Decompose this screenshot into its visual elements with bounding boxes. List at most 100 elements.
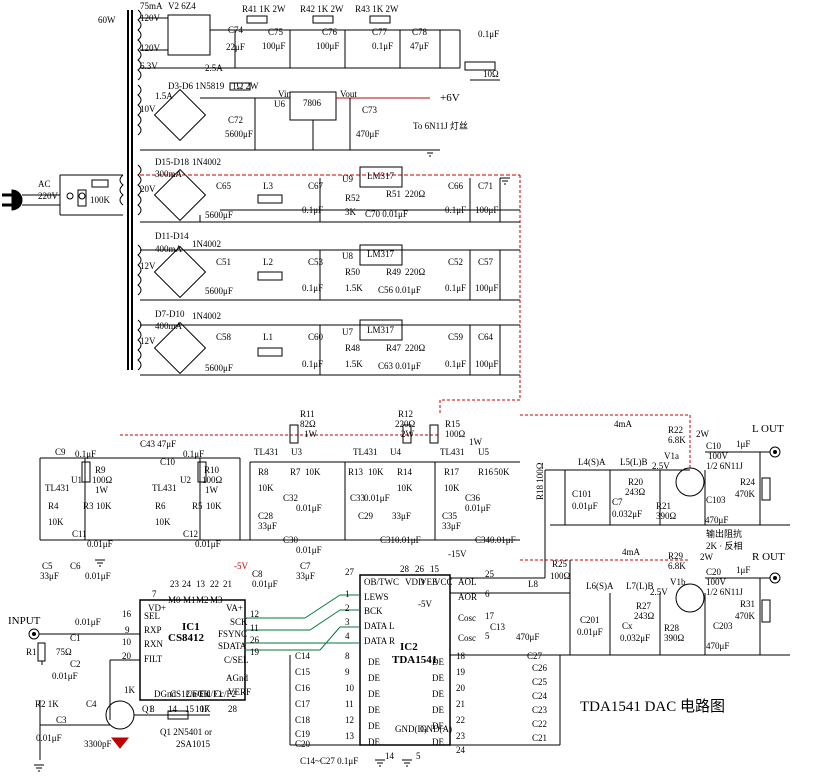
inductor-l7: L7(L)B	[626, 581, 654, 591]
resistor-r48: R48	[345, 343, 361, 353]
cap-c103-val: 470μF	[705, 515, 729, 525]
inductor-l3: L3	[263, 181, 273, 191]
resistor-r27: R27	[636, 601, 652, 611]
ic1-verf: VERF	[228, 687, 252, 697]
cap-ground-val: 0.1μF	[478, 29, 500, 39]
resistor-r52: R52	[345, 193, 361, 203]
ic2-vdd: VDD	[405, 577, 425, 587]
data-bus	[245, 594, 360, 651]
cap-c10-val: 0.1μF	[183, 449, 205, 459]
cap-c26: C26	[532, 663, 548, 673]
cap-c22: C22	[532, 719, 548, 729]
label-4ma-b: 4mA	[622, 547, 640, 557]
cap-c18: C18	[295, 715, 311, 725]
cap-c35: C35	[442, 511, 458, 521]
input-stage	[28, 628, 210, 760]
ic1-cd: Cd/F1	[200, 689, 223, 699]
cap-c23: C23	[532, 705, 548, 715]
diodes-d11-d14: D11-D14	[155, 231, 189, 241]
resistor-r22: R22	[668, 425, 684, 435]
cap-c33: C33	[350, 493, 366, 503]
label-ac: AC	[38, 179, 51, 189]
cap-c4-val: 3300pF	[84, 739, 112, 749]
resistor-r29: R29	[668, 551, 684, 561]
ic1-pin-15: 15	[185, 704, 194, 714]
ic1-pin-23: 23	[170, 579, 179, 589]
ic2-pin-21: 21	[456, 699, 465, 709]
ic2-aor: AOR	[458, 592, 478, 602]
ic2-pin-5: 5	[485, 631, 490, 641]
cap-c60-val: 0.1μF	[302, 359, 324, 369]
label-l-out: L OUT	[752, 423, 784, 435]
inductor-l4: L4(S)A	[578, 457, 606, 467]
ground-symbols	[34, 149, 510, 772]
u7-label: U7	[342, 327, 353, 337]
resistor-r16-val: 50K	[494, 467, 510, 477]
tl431-u3: TL431	[254, 447, 279, 457]
cap-c21: C21	[532, 733, 548, 743]
resistor-r7-val: 10K	[305, 467, 321, 477]
cap-c203-val: 470μF	[706, 641, 730, 651]
label-25a: 2.5A	[205, 63, 223, 73]
caps-c14-c27: C14~C27 0.1μF	[300, 756, 359, 766]
resistor-100k: 100K	[90, 195, 110, 205]
resistor-r15-w: 1W	[469, 437, 482, 447]
resistor-r31: R31	[740, 599, 756, 609]
ic1-pin-22: 22	[210, 579, 219, 589]
diodes-d3-d6: D3-D6 1N5819	[168, 81, 225, 91]
cap-c8: C8	[252, 569, 263, 579]
cap-c12: C12	[183, 529, 199, 539]
cap-c34: C34	[475, 535, 491, 545]
cap-c25: C25	[532, 677, 548, 687]
resistor-r6-val: 10K	[155, 517, 171, 527]
ic2-pin-2: 2	[345, 603, 350, 613]
ic1-pin-13: 13	[196, 579, 205, 589]
resistor-r21: R21	[656, 501, 672, 511]
cap-c78: C78	[412, 27, 428, 37]
u9-label: U9	[342, 174, 353, 184]
label-12v-b: 12V	[140, 336, 156, 346]
label-2-5v-b: 2.5V	[650, 587, 668, 597]
cap-c4: C4	[86, 699, 97, 709]
cap-c33-val: 0.01μF	[364, 493, 390, 503]
resistor-r13: R13	[348, 467, 364, 477]
cap-c75-val: 100μF	[262, 41, 286, 51]
u1-label: U1	[71, 475, 82, 485]
cap-c64-val: 100μF	[475, 359, 499, 369]
ic2-pin-6: 6	[485, 589, 490, 599]
cap-c201-val: 0.01μF	[577, 627, 603, 637]
ic2-de-11: DE	[432, 721, 444, 731]
ic1-m3: M3	[210, 595, 223, 605]
output-left	[450, 446, 790, 579]
cap-c31: C31	[380, 535, 396, 545]
bridge-d3-d6	[153, 88, 207, 142]
label-4ma-a: 4mA	[614, 419, 632, 429]
ic2-pin-19: 19	[456, 667, 465, 677]
resistor-r8: R8	[258, 467, 269, 477]
cap-c36: C36	[465, 493, 481, 503]
cap-c2-val: 0.01μF	[52, 671, 78, 681]
resistor-r14-val: 10K	[397, 483, 413, 493]
resistor-r51: R51	[386, 189, 402, 199]
ic2-de-7: DE	[432, 657, 444, 667]
resistor-r13-val: 10K	[368, 467, 384, 477]
cap-c36-val: 0.01μF	[465, 503, 491, 513]
ic2-pin-24: 24	[456, 745, 465, 755]
ic1-vd: VD+	[148, 603, 167, 613]
ic1-pin-14: 14	[168, 704, 177, 714]
ic1-rxn: RXN	[144, 639, 164, 649]
ic2-de-3: DE	[368, 689, 380, 699]
cap-c5: C5	[42, 561, 53, 571]
ic2-de-4: DE	[368, 705, 380, 715]
cap-c8-val: 0.01μF	[252, 579, 278, 589]
cap-c65-val: 5600μF	[205, 210, 233, 220]
cap-c52-val: 0.1μF	[445, 283, 467, 293]
resistor-r12-w: 2W	[401, 429, 414, 439]
ic1-pin-12: 12	[250, 609, 259, 619]
transformer	[119, 9, 142, 371]
cap-c29-val: 33μF	[392, 511, 411, 521]
cap-c58-val: 5600μF	[205, 363, 233, 373]
ic1-pin-26: 26	[250, 635, 259, 645]
u5-label: U5	[478, 447, 489, 457]
cap-c71-val: 100μF	[475, 205, 499, 215]
